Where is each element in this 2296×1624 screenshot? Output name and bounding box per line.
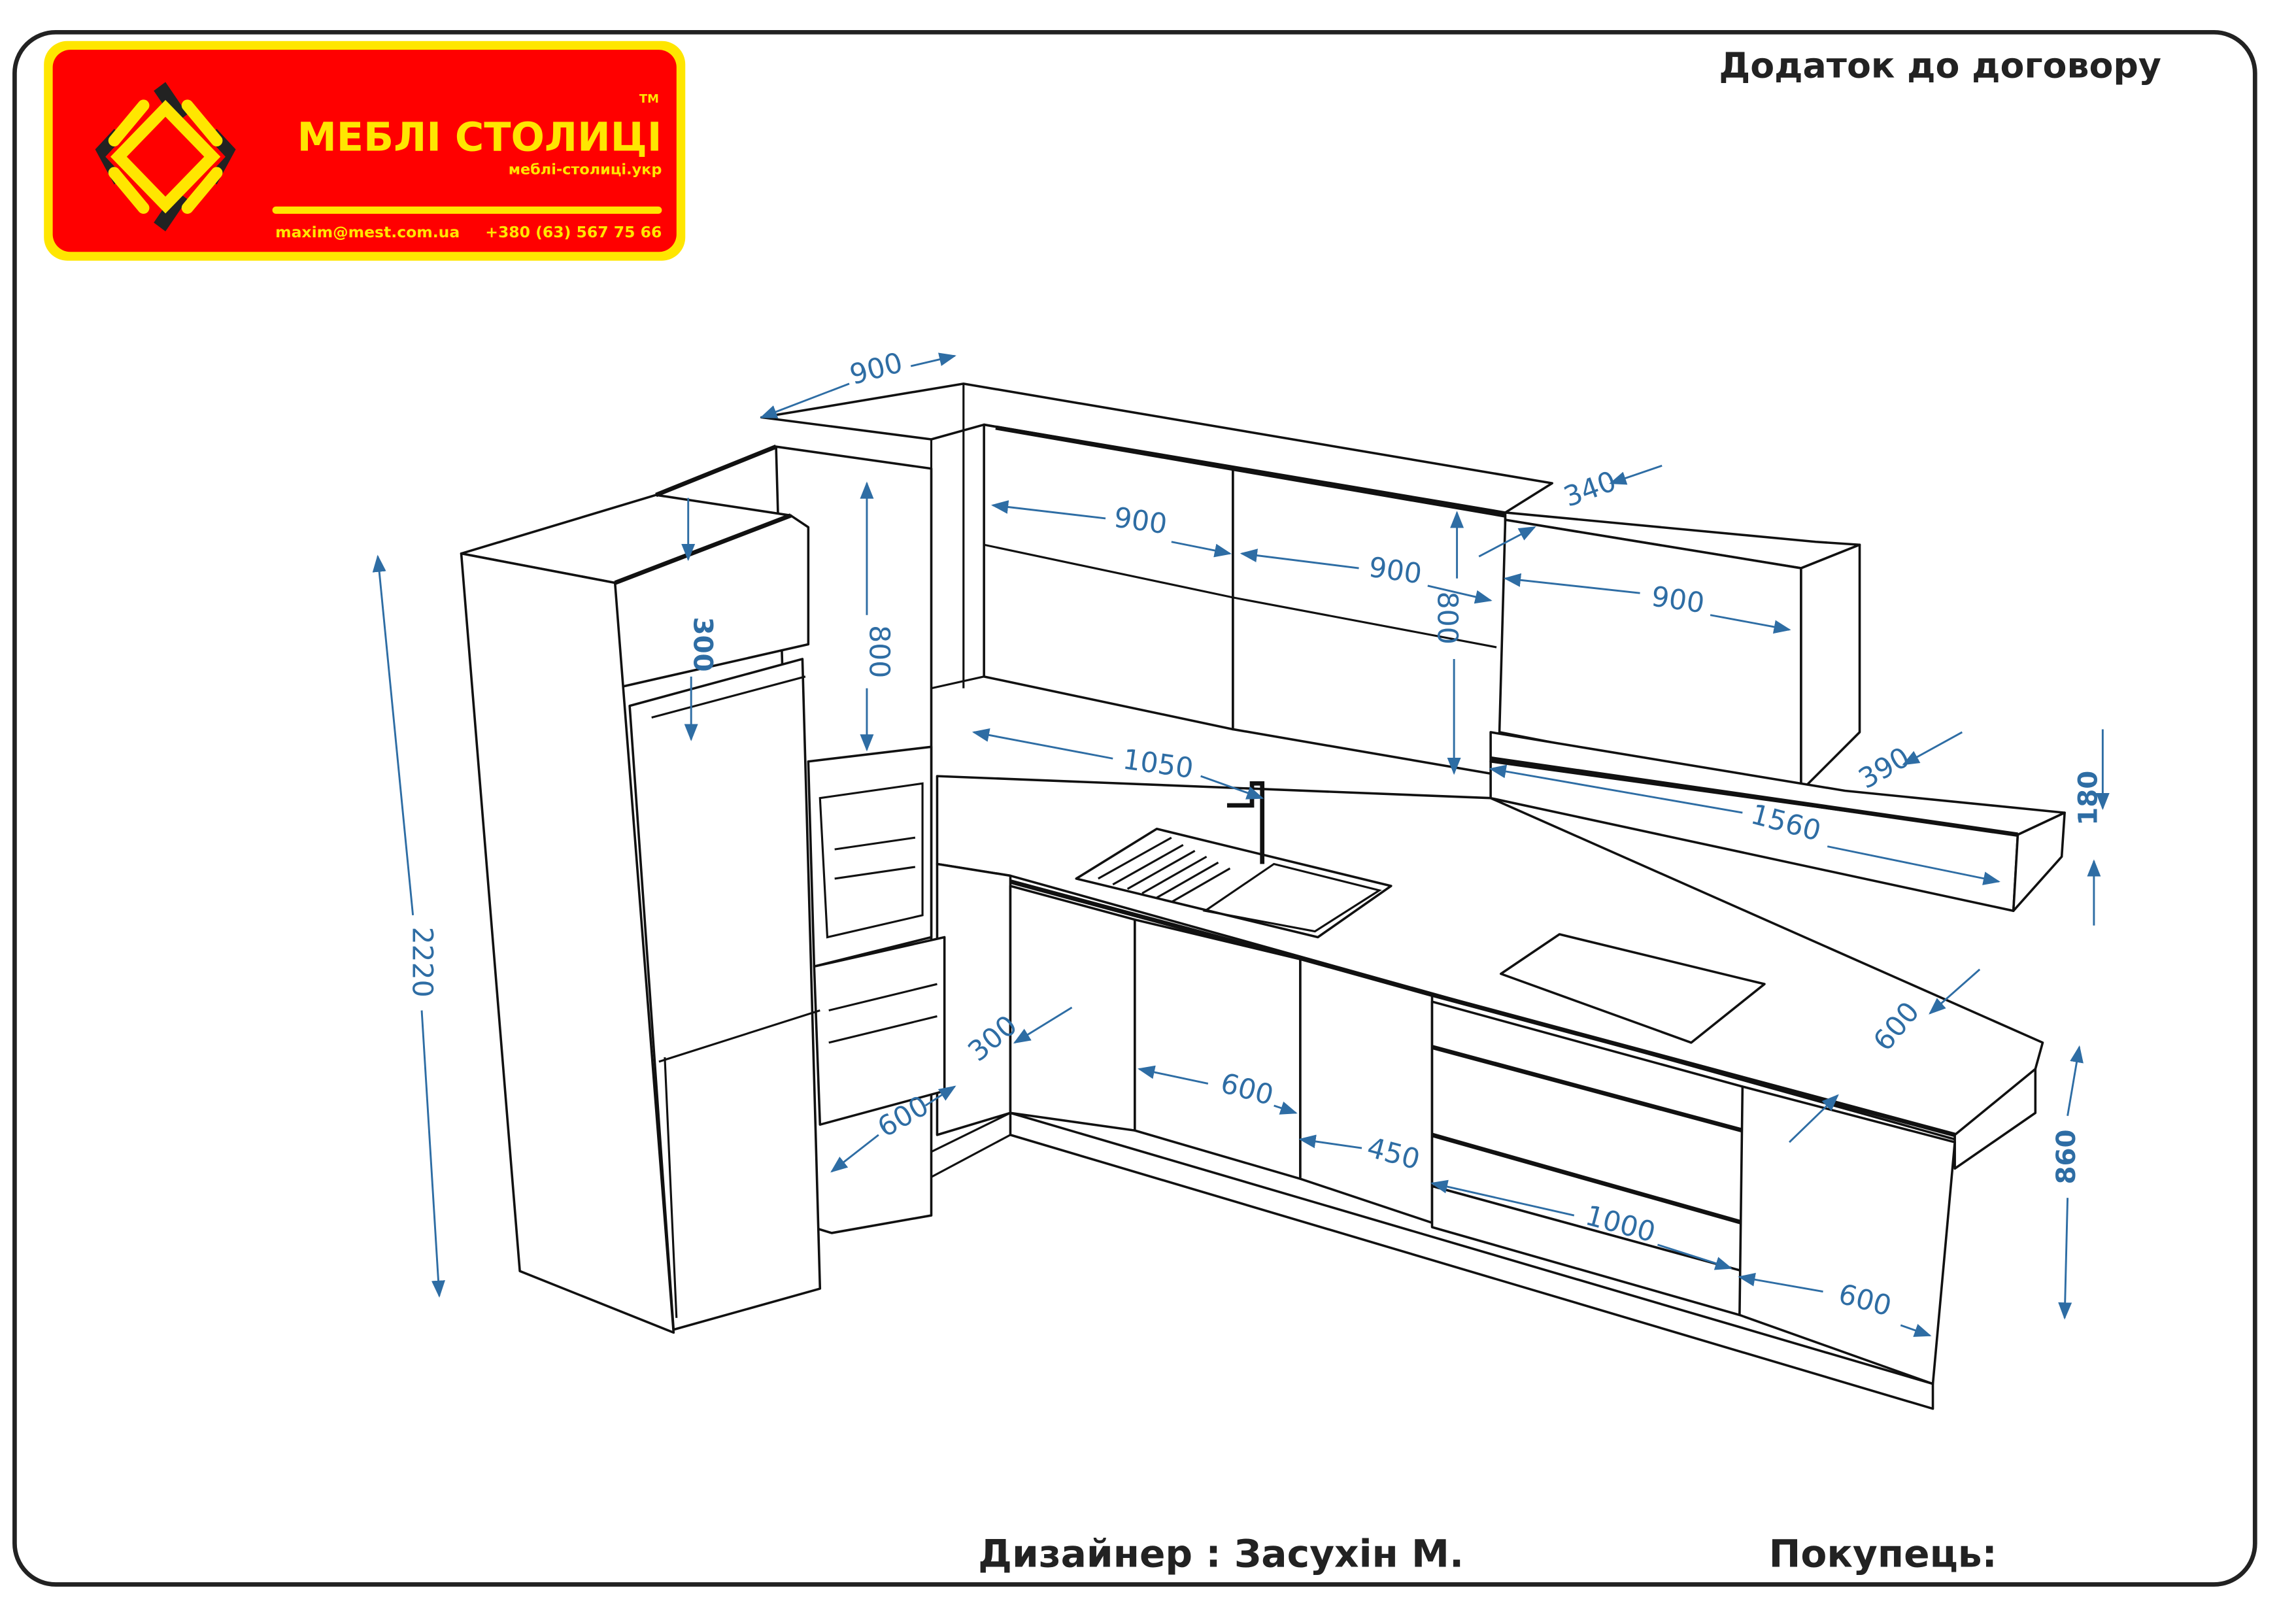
contact-email[interactable]: maxim@mest.com.ua: [275, 223, 460, 241]
dim-wall2-width: 900: [1367, 552, 1424, 591]
dim-tall-upper-height: 800: [862, 625, 894, 678]
dim-base-height: 860: [2051, 1129, 2082, 1184]
company-logo: TM МЕБЛІ СТОЛИЦІ меблі-столиці.укр maxim…: [44, 41, 686, 261]
cooktop: [1499, 933, 1766, 1044]
trademark: TM: [639, 92, 659, 106]
sink-drainer-icon: [1098, 836, 1231, 904]
designer-label: Дизайнер : Засухін М.: [978, 1532, 1464, 1576]
diamond-logo-icon: [95, 82, 236, 231]
dim-shelf-height: 180: [2072, 771, 2103, 826]
dim-wall1-width: 900: [1112, 502, 1169, 541]
brand-name: МЕБЛІ СТОЛИЦІ: [297, 115, 662, 161]
document-title: Додаток до договору: [1719, 45, 2161, 86]
dim-wall-height: 800: [1430, 592, 1462, 645]
faucet-icon: [1226, 781, 1265, 864]
customer-label: Покупець:: [1769, 1532, 1997, 1576]
dim-total-height: 2220: [406, 926, 438, 997]
contact-phone[interactable]: +380 (63) 567 75 66: [485, 223, 662, 241]
kitchen-drawing: [460, 382, 2066, 1410]
dim-wall3-width: 900: [1649, 581, 1706, 620]
brand-website[interactable]: меблі-столиці.укр: [509, 161, 662, 178]
dim-fridge-top: 300: [688, 617, 718, 671]
